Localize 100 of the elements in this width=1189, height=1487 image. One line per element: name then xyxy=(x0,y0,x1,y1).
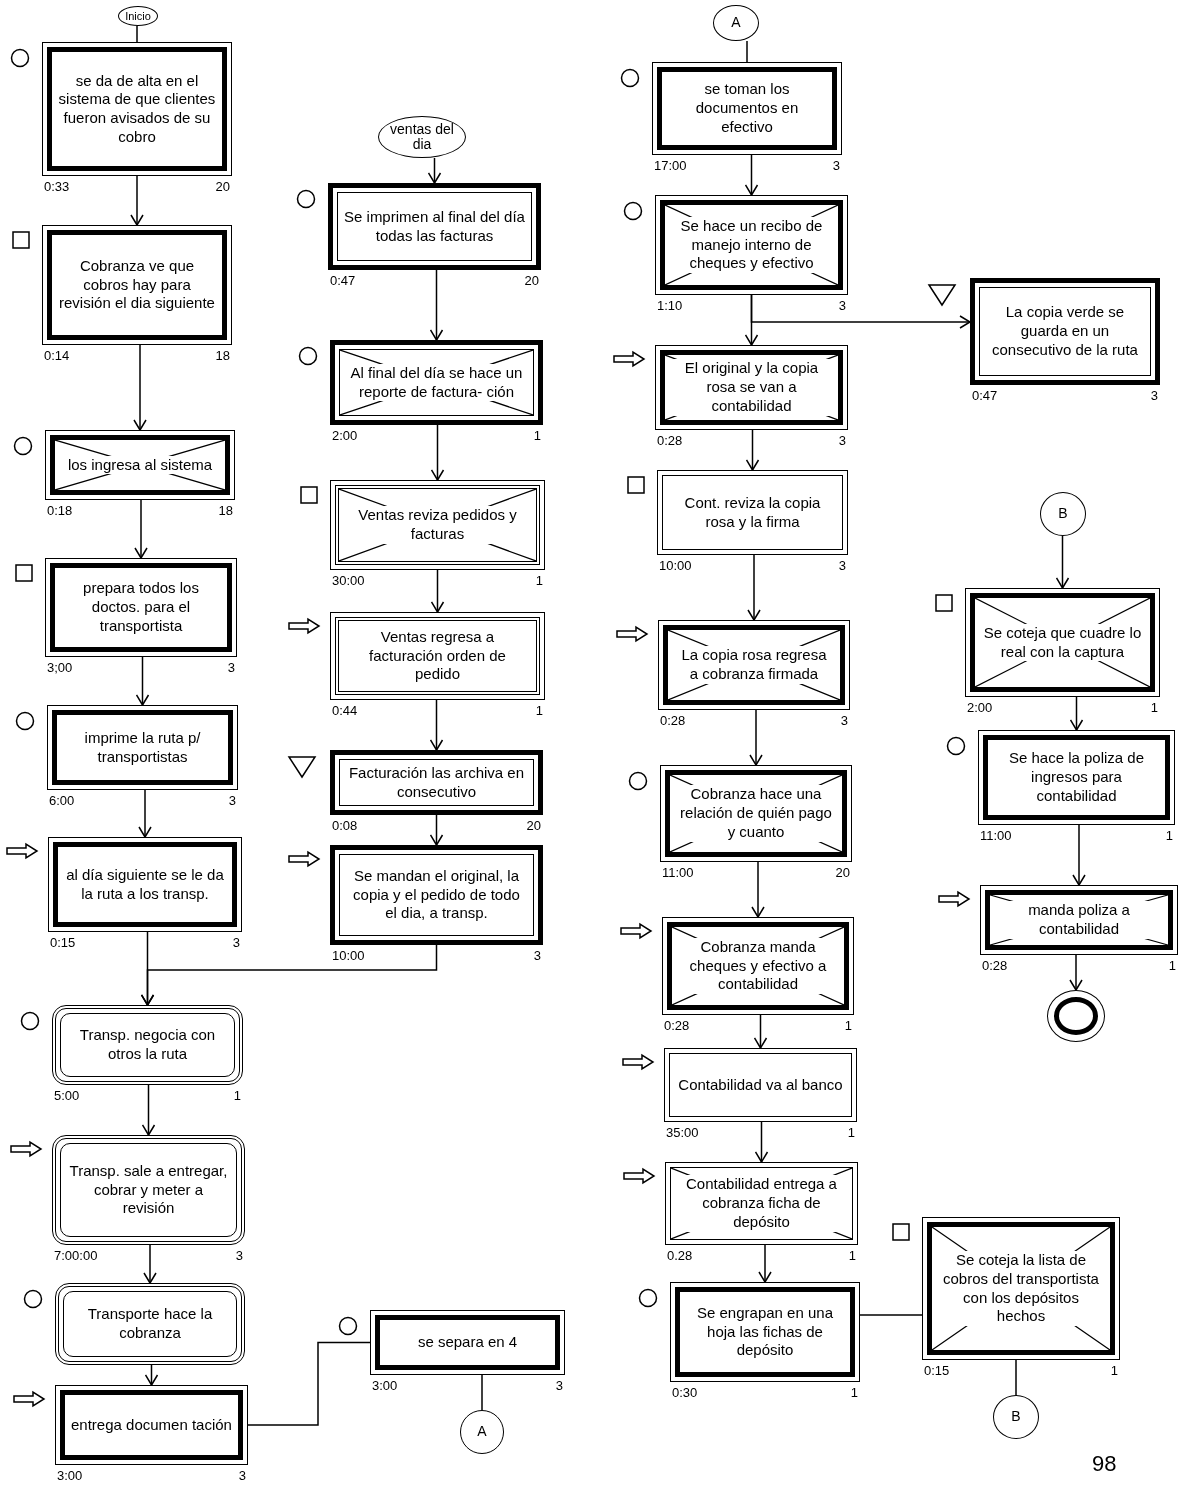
step-text: El original y la copia rosa se van a contabilidad xyxy=(671,359,832,416)
connector-arrow xyxy=(141,1084,156,1136)
process-box xyxy=(655,345,848,430)
duration-label: 0:15 xyxy=(50,936,76,950)
end-circle xyxy=(1047,990,1105,1042)
connector-arrow xyxy=(1069,696,1084,731)
quantity-label: 3 xyxy=(838,299,846,313)
step-text: prepara todos los doctos. para el transportista xyxy=(82,579,200,636)
quantity-label: 3 xyxy=(832,159,840,173)
connector-line xyxy=(247,1341,371,1426)
process-box xyxy=(978,730,1175,825)
connector-arrow xyxy=(143,1244,157,1284)
connector-arrow xyxy=(754,1121,769,1163)
duration-label: 0:28 xyxy=(660,714,686,728)
step-text: se separa en 4 xyxy=(417,1333,518,1352)
step-text: Transp. negocia con otros la ruta xyxy=(78,1026,217,1064)
process-box xyxy=(965,588,1160,697)
connector-arrow xyxy=(430,569,445,613)
step-text: imprime la ruta p/ transportistas xyxy=(83,728,202,767)
quantity-label: 3 xyxy=(227,661,235,675)
connector-circle: A xyxy=(460,1410,504,1454)
quantity-label: 3 xyxy=(232,936,240,950)
connector-arrow xyxy=(1055,535,1070,589)
duration-label: 0:18 xyxy=(47,504,73,518)
process-box xyxy=(52,1135,245,1245)
process-box xyxy=(42,42,232,176)
duration-label: 11:00 xyxy=(980,829,1012,843)
duration-label: 35:00 xyxy=(666,1126,699,1140)
page-number: 98 xyxy=(1092,1452,1117,1476)
connector-line xyxy=(481,1374,483,1411)
step-text: Se engrapan en una hoja las fichas de depósito xyxy=(696,1303,834,1361)
quantity-label: 1 xyxy=(844,1019,852,1033)
duration-label: 0:15 xyxy=(924,1364,950,1378)
quantity-label: 1 xyxy=(848,1249,856,1263)
process-box xyxy=(665,1162,858,1245)
duration-label: 3:00 xyxy=(372,1379,398,1393)
process-box xyxy=(670,1282,860,1382)
quantity-label: 20 xyxy=(835,866,850,880)
connector-arrow xyxy=(144,1364,159,1386)
duration-label: 0:28 xyxy=(664,1019,690,1033)
connector-arrow xyxy=(430,424,445,481)
duration-label: 7:00:00 xyxy=(54,1249,98,1263)
quantity-label: 1 xyxy=(847,1126,855,1140)
step-text: Contabilidad va al banco xyxy=(678,1075,843,1095)
connector-line xyxy=(1015,1359,1017,1396)
connector-arrow xyxy=(429,699,444,751)
connector-arrow xyxy=(747,554,761,621)
duration-label: 5:00 xyxy=(54,1089,80,1103)
quantity-label: 1 xyxy=(1165,829,1173,843)
duration-label: 2:00 xyxy=(967,701,993,715)
step-text: se da de alta en el sistema de que clientes fueron avisados de su cobro xyxy=(58,71,216,147)
process-box xyxy=(328,183,541,270)
duration-label: 11:00 xyxy=(662,866,694,880)
process-box xyxy=(330,480,545,570)
quantity-label: 1 xyxy=(535,704,543,718)
connector-arrow xyxy=(140,944,438,1006)
connector-line xyxy=(859,1314,923,1316)
process-box xyxy=(970,278,1160,385)
quantity-label: 1 xyxy=(1110,1364,1118,1378)
connector-circle: B xyxy=(993,1395,1039,1439)
duration-label: 2:00 xyxy=(332,429,358,443)
quantity-label: 20 xyxy=(524,274,539,288)
connector-arrow xyxy=(1072,824,1086,886)
quantity-label: 18 xyxy=(218,504,233,518)
duration-label: 1:10 xyxy=(657,299,683,313)
process-box xyxy=(55,1283,245,1365)
terminal-ellipse: Inicio xyxy=(118,6,158,26)
quantity-label: 18 xyxy=(215,349,230,363)
step-text: Cobranza ve que cobros hay para revisión el dia siguiente xyxy=(58,256,216,314)
process-box xyxy=(330,845,543,945)
duration-label: 17:00 xyxy=(654,159,687,173)
duration-label: 0:33 xyxy=(44,180,70,194)
process-box xyxy=(330,750,543,815)
quantity-label: 3 xyxy=(838,434,846,448)
quantity-label: 3 xyxy=(228,794,236,808)
quantity-label: 1 xyxy=(850,1386,858,1400)
quantity-label: 1 xyxy=(1150,701,1158,715)
quantity-label: 3 xyxy=(840,714,848,728)
duration-label: 3:00 xyxy=(57,1469,83,1483)
duration-label: 30:00 xyxy=(332,574,365,588)
step-text: Se mandan el original, la copia y el pedido de todo el dia, a transp. xyxy=(352,866,521,924)
connector-arrow xyxy=(134,499,148,559)
process-box xyxy=(664,1048,857,1122)
process-box xyxy=(980,885,1178,955)
process-box xyxy=(922,1217,1120,1360)
quantity-label: 20 xyxy=(215,180,230,194)
duration-label: 0:30 xyxy=(672,1386,698,1400)
step-text: Ventas regresa a facturación orden de pedido xyxy=(368,627,507,685)
quantity-label: 3 xyxy=(1150,389,1158,403)
process-box xyxy=(55,1385,248,1465)
process-box xyxy=(47,705,238,790)
quantity-label: 3 xyxy=(555,1379,563,1393)
connector-arrow xyxy=(745,429,760,471)
duration-label: 0.28 xyxy=(667,1249,693,1263)
process-box xyxy=(42,225,232,345)
duration-label: 10:00 xyxy=(659,559,692,573)
duration-label: 3;00 xyxy=(47,661,73,675)
duration-label: 0:14 xyxy=(44,349,70,363)
terminal-ellipse: ventas del dia xyxy=(378,116,466,158)
process-box xyxy=(370,1310,565,1375)
